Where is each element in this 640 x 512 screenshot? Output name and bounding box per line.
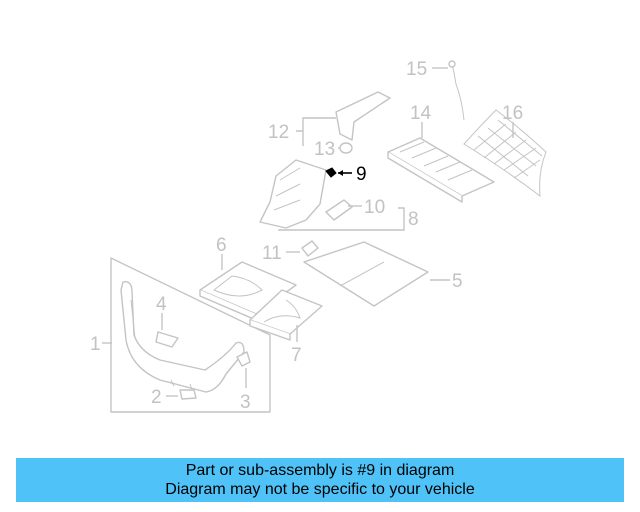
- callout-15: 15: [406, 59, 427, 80]
- callout-1: 1: [90, 334, 101, 355]
- callout-13: 13: [314, 139, 335, 160]
- callout-14: 14: [410, 103, 432, 124]
- part-8-side-trim: [259, 159, 327, 229]
- part-16-cargo-net: [463, 109, 547, 198]
- part-1-panel: [110, 257, 271, 413]
- part-13-grommet: [339, 142, 353, 154]
- callout-9: 9: [356, 164, 367, 185]
- callout-10: 10: [364, 197, 385, 218]
- leader-lines: [102, 67, 514, 397]
- parts-diagram: 1 2 3 4 5 6 7 8 9 10 11 12 13 14 15 16: [90, 59, 547, 413]
- part-14-cargo-cover: [387, 137, 495, 203]
- part-15-strap: [448, 60, 465, 121]
- callout-labels: 1 2 3 4 5 6 7 8 9 10 11 12 13 14 15 16: [90, 59, 523, 413]
- callout-5: 5: [452, 271, 463, 292]
- banner-line-disclaimer: Diagram may not be specific to your vehi…: [165, 481, 475, 498]
- part-3-fastener: [236, 351, 251, 367]
- callout-6: 6: [216, 235, 227, 256]
- part-9-clip: [325, 167, 352, 178]
- part-2-bracket: [179, 389, 197, 400]
- callout-11: 11: [262, 243, 282, 264]
- callout-12: 12: [268, 122, 289, 143]
- callout-2: 2: [151, 387, 162, 408]
- part-12-bracket: [335, 91, 391, 141]
- callout-4: 4: [156, 294, 167, 315]
- info-banner: Part or sub-assembly is #9 in diagram Di…: [16, 458, 624, 502]
- callout-7: 7: [291, 345, 302, 366]
- banner-line-part: Part or sub-assembly is #9 in diagram: [185, 462, 455, 479]
- part-4-clip: [155, 331, 179, 348]
- callout-3: 3: [240, 392, 251, 413]
- part-5-floor-mat: [303, 241, 429, 307]
- part-11-clip: [301, 240, 319, 257]
- part-7-tray: [249, 289, 323, 341]
- part-10-cover: [325, 199, 353, 221]
- callout-8: 8: [408, 209, 419, 230]
- callout-16: 16: [502, 103, 523, 124]
